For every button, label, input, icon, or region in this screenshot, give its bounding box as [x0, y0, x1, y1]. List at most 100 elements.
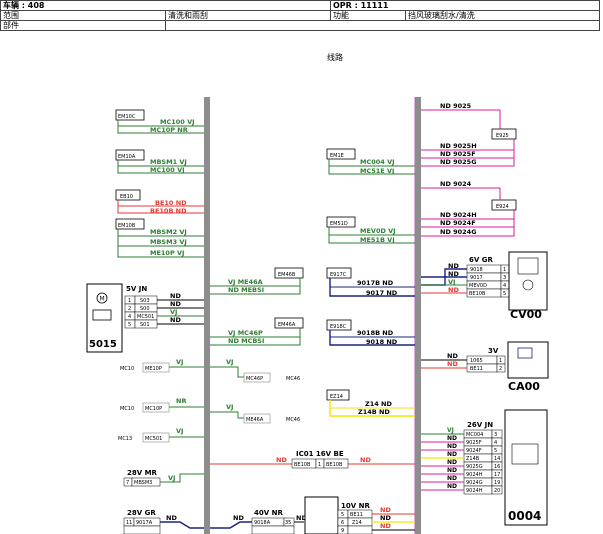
bus-bar-right	[415, 97, 421, 534]
svg-text:5: 5	[128, 322, 131, 328]
svg-text:VJ: VJ	[448, 278, 455, 286]
svg-text:MC501: MC501	[145, 436, 162, 442]
svg-text:ND 9024H: ND 9024H	[440, 211, 477, 219]
svg-text:ND: ND	[447, 360, 458, 368]
svg-text:26V JN: 26V JN	[467, 421, 493, 429]
splice-mc10p: MC10 MC10P NR	[120, 397, 204, 413]
svg-text:1: 1	[318, 462, 321, 468]
svg-text:ND: ND	[166, 514, 177, 522]
svg-text:11: 11	[126, 520, 132, 526]
svg-text:9: 9	[341, 528, 344, 534]
ground-9024-group: ND 9024 E924 ND 9024H ND 9024F ND 9024G	[421, 180, 517, 237]
svg-text:9018 ND: 9018 ND	[366, 338, 398, 346]
svg-text:Z14: Z14	[352, 520, 362, 526]
svg-text:E925: E925	[496, 133, 509, 139]
svg-text:1: 1	[128, 298, 131, 304]
svg-text:MBSM1 VJ: MBSM1 VJ	[150, 158, 187, 166]
svg-text:MBSM3: MBSM3	[134, 480, 152, 486]
svg-text:9025F: 9025F	[466, 440, 482, 446]
svg-text:ND: ND	[447, 467, 457, 474]
svg-text:ND 9025H: ND 9025H	[440, 142, 477, 150]
svg-text:S00: S00	[140, 306, 150, 312]
svg-text:MC10: MC10	[120, 406, 134, 412]
svg-text:ND: ND	[380, 522, 391, 530]
svg-text:BE10B ND: BE10B ND	[150, 207, 187, 215]
svg-text:ND: ND	[170, 292, 181, 300]
svg-text:5: 5	[494, 448, 497, 454]
svg-text:ND 9024G: ND 9024G	[440, 228, 477, 236]
svg-text:VJ: VJ	[226, 403, 233, 411]
block-ez14: EZ14 Z14 ND Z14B ND	[326, 389, 415, 417]
svg-text:ND MEBSI: ND MEBSI	[228, 286, 264, 294]
svg-text:ND: ND	[360, 456, 371, 464]
svg-text:1: 1	[503, 267, 506, 273]
svg-text:ND 9025G: ND 9025G	[440, 158, 477, 166]
svg-text:ND MCBSI: ND MCBSI	[228, 337, 264, 345]
svg-text:ND: ND	[380, 506, 391, 514]
svg-text:ND: ND	[233, 514, 244, 522]
svg-text:VJ: VJ	[176, 358, 183, 366]
svg-text:IC01 16V BE: IC01 16V BE	[296, 450, 344, 458]
bus-bar-left	[204, 97, 210, 534]
svg-text:MC004 VJ: MC004 VJ	[360, 158, 395, 166]
svg-text:20: 20	[494, 488, 500, 494]
svg-text:MC100 VJ: MC100 VJ	[160, 118, 195, 126]
splice-me46a: VJ ME46A MC46	[210, 403, 300, 424]
svg-text:VJ: VJ	[168, 474, 175, 482]
svg-text:MC004: MC004	[466, 432, 483, 438]
svg-text:ND: ND	[447, 443, 457, 450]
svg-text:6V GR: 6V GR	[469, 256, 493, 264]
svg-text:MEV0D VJ: MEV0D VJ	[360, 227, 396, 235]
svg-text:9025G: 9025G	[466, 464, 483, 470]
svg-text:MC100 VJ: MC100 VJ	[150, 166, 185, 174]
svg-text:EM46B: EM46B	[278, 272, 296, 278]
svg-text:Z14B: Z14B	[466, 456, 480, 462]
svg-text:3V: 3V	[488, 347, 499, 355]
svg-text:MC10P NR: MC10P NR	[150, 126, 188, 134]
svg-text:9024F: 9024F	[466, 448, 482, 454]
svg-text:MC46: MC46	[286, 376, 300, 382]
svg-text:MC51E VJ: MC51E VJ	[360, 167, 394, 175]
svg-text:MC46: MC46	[286, 417, 300, 423]
svg-text:9018B ND: 9018B ND	[357, 329, 394, 337]
svg-text:ND: ND	[170, 316, 181, 324]
svg-text:MBSM3 VJ: MBSM3 VJ	[150, 238, 187, 246]
svg-text:VJ: VJ	[447, 427, 454, 434]
block-em46a: EM46A VJ MC46P ND MCBSI	[210, 317, 304, 346]
splice-mc46p: VJ MC46P MC46	[210, 358, 300, 383]
connector-28v-gr: 28V GR 11 9017A ND	[123, 509, 204, 534]
svg-text:BE11: BE11	[350, 512, 363, 518]
svg-text:19: 19	[494, 480, 500, 486]
connector-ca00: 3V 1065 1 BE11 2 CA00 ND ND	[421, 341, 549, 393]
svg-text:EM10A: EM10A	[118, 154, 136, 160]
svg-text:MC10: MC10	[120, 366, 134, 372]
svg-text:ND: ND	[447, 352, 458, 360]
svg-text:ND: ND	[380, 514, 391, 522]
svg-text:E917C: E917C	[330, 272, 347, 278]
connector-5015: M 5015 5V JN 1 S03 2 S00 4 MC501 5 S01 N…	[86, 283, 204, 353]
svg-text:VJ: VJ	[226, 358, 233, 366]
svg-text:ND 9025F: ND 9025F	[440, 150, 476, 158]
block-eb10: EB10 BE10 ND BE10B ND	[115, 189, 204, 215]
svg-text:ND 9024: ND 9024	[440, 180, 472, 188]
svg-text:EB10: EB10	[120, 194, 133, 200]
svg-text:9018: 9018	[470, 267, 483, 273]
svg-text:2: 2	[128, 306, 131, 312]
svg-text:9024H: 9024H	[466, 472, 483, 478]
svg-text:2: 2	[499, 366, 502, 372]
svg-text:MBSM2 VJ: MBSM2 VJ	[150, 228, 187, 236]
svg-text:3: 3	[503, 275, 506, 281]
svg-text:CV00: CV00	[510, 308, 542, 321]
svg-text:MC10P: MC10P	[145, 406, 162, 412]
svg-text:1065: 1065	[470, 358, 483, 364]
svg-text:9017 ND: 9017 ND	[366, 289, 398, 297]
svg-text:MC501: MC501	[137, 314, 154, 320]
connector-28v-mr: 28V MR 7 MBSM3 VJ	[123, 469, 204, 487]
block-em1e: EM1E MC004 VJ MC51E VJ	[326, 148, 415, 175]
svg-text:EM46A: EM46A	[278, 322, 296, 328]
svg-text:S01: S01	[140, 322, 150, 328]
svg-text:VJ: VJ	[170, 308, 177, 316]
svg-text:MC46P: MC46P	[246, 376, 263, 382]
svg-text:NR: NR	[176, 397, 186, 405]
svg-text:MC13: MC13	[118, 436, 132, 442]
